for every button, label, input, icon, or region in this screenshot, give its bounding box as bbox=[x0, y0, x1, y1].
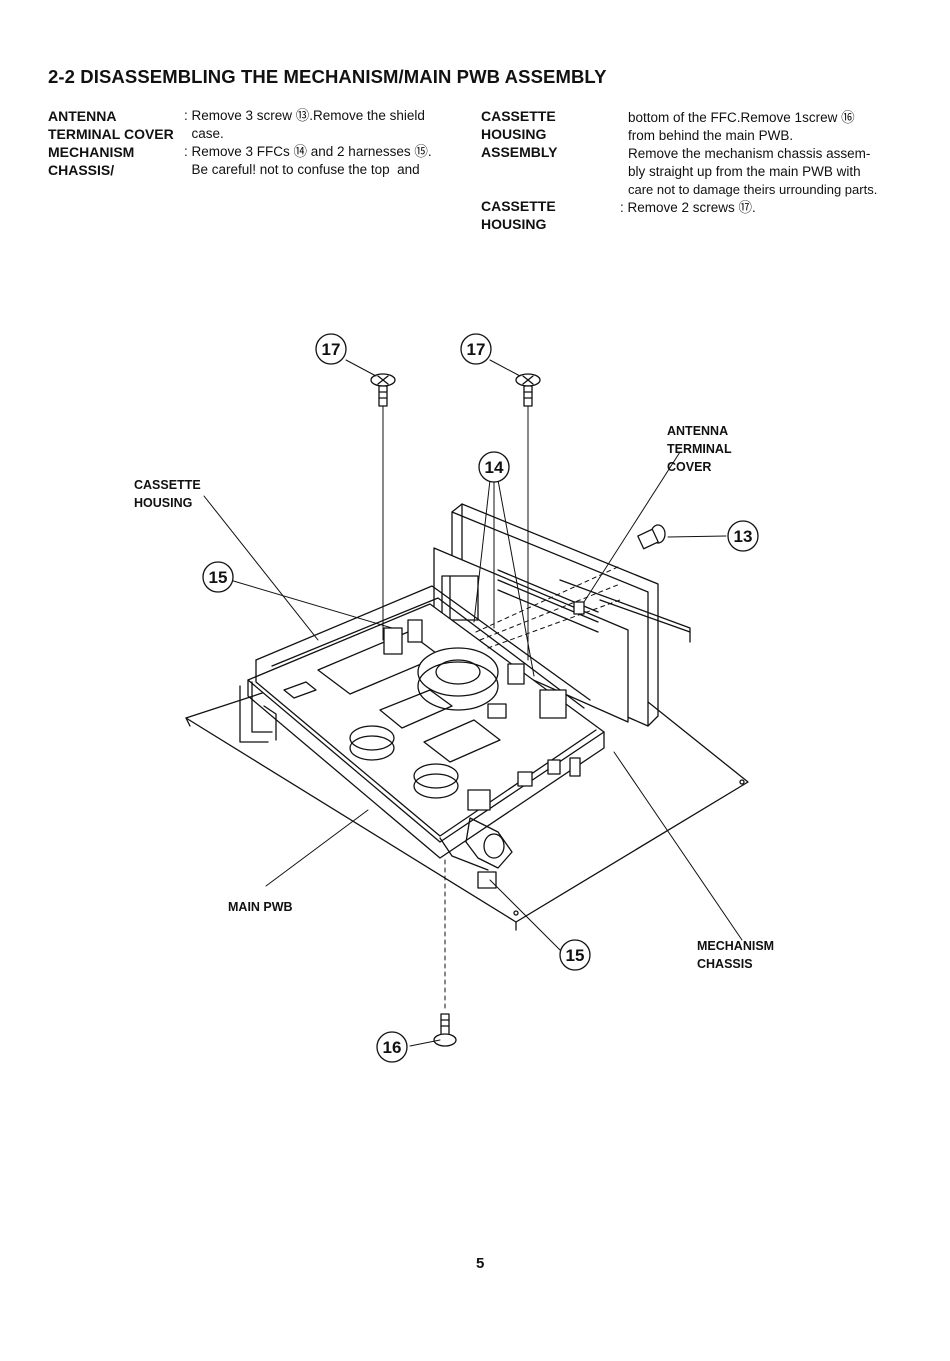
step-text-cassette-housing-assembly: bottom of the FFC.Remove 1screw ⑯ from b… bbox=[628, 109, 877, 199]
label-line: CASSETTE bbox=[134, 478, 201, 492]
label-line: COVER bbox=[667, 460, 712, 474]
term-line: TERMINAL COVER bbox=[48, 126, 174, 142]
term-line: CHASSIS/ bbox=[48, 162, 115, 178]
text-line: Be careful! not to confuse the top and bbox=[184, 162, 420, 177]
label-antenna-terminal-cover: ANTENNA TERMINAL COVER bbox=[667, 422, 732, 476]
screw-17-left bbox=[370, 373, 396, 407]
label-line: HOUSING bbox=[134, 496, 193, 510]
callout-17-right: 17 bbox=[467, 340, 486, 359]
text-line: bottom of the FFC.Remove 1screw ⑯ bbox=[628, 110, 855, 125]
text-line: care not to damage theirs urrounding par… bbox=[628, 182, 878, 197]
term-line: HOUSING bbox=[481, 126, 547, 142]
step-text-cassette-housing: : Remove 2 screws ⑰. bbox=[620, 199, 756, 217]
callout-circles bbox=[202, 333, 759, 1063]
text-line: : Remove 3 screw ⑬.Remove the shield bbox=[184, 108, 425, 123]
callout-13: 13 bbox=[734, 527, 753, 546]
label-line: CHASSIS bbox=[697, 957, 753, 971]
callout-16: 16 bbox=[383, 1038, 402, 1057]
text-line: : Remove 2 screws ⑰. bbox=[620, 200, 756, 215]
callout-17-left: 17 bbox=[322, 340, 341, 359]
term-line: HOUSING bbox=[481, 216, 547, 232]
label-main-pwb: MAIN PWB bbox=[228, 898, 293, 916]
screw-16 bbox=[433, 1013, 457, 1047]
term-line: CASSETTE bbox=[481, 108, 556, 124]
step-text-mechanism-chassis: : Remove 3 FFCs ⑭ and 2 harnesses ⑮. Be … bbox=[184, 143, 432, 179]
text-line: : Remove 3 FFCs ⑭ and 2 harnesses ⑮. bbox=[184, 144, 432, 159]
term-line: ANTENNA bbox=[48, 108, 117, 124]
text-line: Remove the mechanism chassis assem- bbox=[628, 146, 871, 161]
step-term-cassette-housing-assembly: CASSETTE HOUSING ASSEMBLY bbox=[481, 107, 558, 161]
term-line: CASSETTE bbox=[481, 198, 556, 214]
label-cassette-housing: CASSETTE HOUSING bbox=[134, 476, 201, 512]
step-term-cassette-housing: CASSETTE HOUSING bbox=[481, 197, 556, 233]
leader-lines bbox=[203, 359, 743, 1047]
text-line: from behind the main PWB. bbox=[628, 128, 794, 143]
step-term-mechanism-chassis: MECHANISM CHASSIS/ bbox=[48, 143, 134, 179]
label-line: MAIN PWB bbox=[228, 900, 293, 914]
term-line: MECHANISM bbox=[48, 144, 135, 160]
label-line: ANTENNA bbox=[667, 424, 729, 438]
text-line: bly straight up from the main PWB with bbox=[628, 164, 861, 179]
callout-14: 14 bbox=[485, 458, 504, 477]
label-line: TERMINAL bbox=[667, 442, 732, 456]
label-mechanism-chassis: MECHANISM CHASSIS bbox=[697, 937, 774, 973]
callout-15-lower: 15 bbox=[566, 946, 585, 965]
screw-17-right bbox=[515, 373, 541, 407]
screw-13 bbox=[637, 524, 666, 550]
step-term-antenna-terminal-cover: ANTENNA TERMINAL COVER bbox=[48, 107, 174, 143]
label-line: MECHANISM bbox=[697, 939, 775, 953]
mechanism-chassis-shape bbox=[239, 585, 605, 889]
page-number: 5 bbox=[476, 1255, 485, 1272]
callout-15-upper: 15 bbox=[209, 568, 228, 587]
text-line: case. bbox=[184, 126, 224, 141]
step-text-antenna-terminal-cover: : Remove 3 screw ⑬.Remove the shield cas… bbox=[184, 107, 425, 143]
term-line: ASSEMBLY bbox=[481, 144, 558, 160]
page-title: 2-2 DISASSEMBLING THE MECHANISM/MAIN PWB… bbox=[48, 66, 607, 87]
